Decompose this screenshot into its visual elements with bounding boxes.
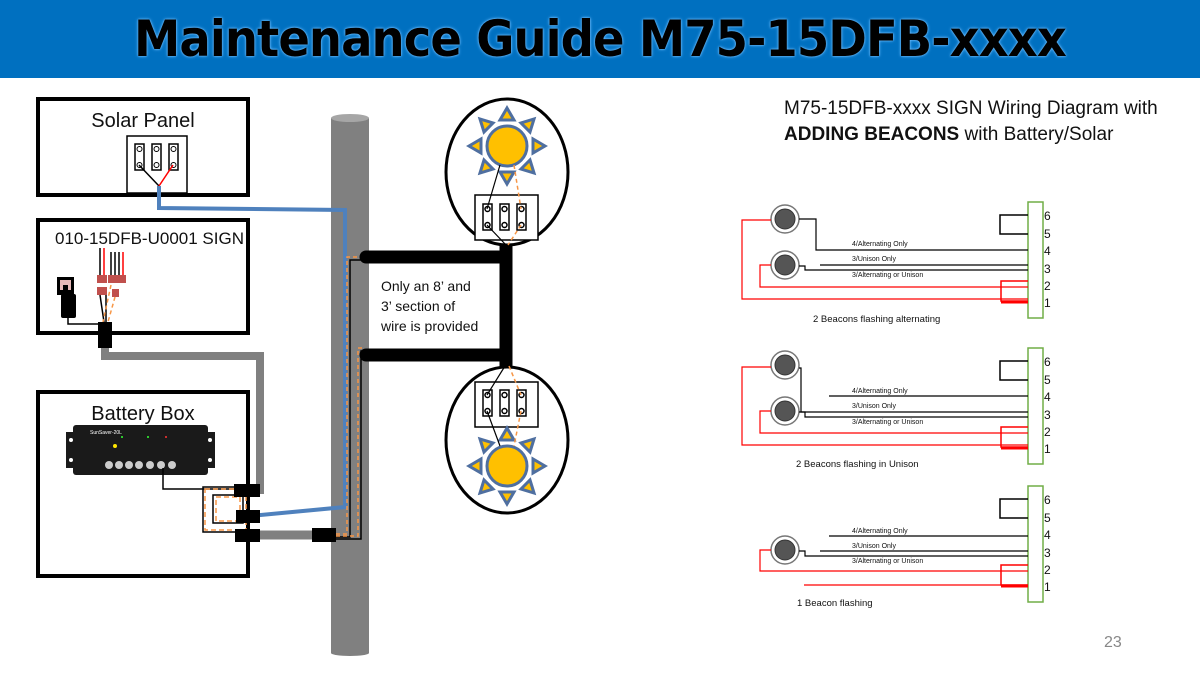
terminal-number: 1: [1044, 580, 1051, 594]
sun-icon: [466, 425, 548, 507]
wire-label: 4/Alternating Only: [852, 241, 908, 248]
beacon-top: [444, 97, 570, 247]
charge-controller-icon: SunSaver-20L: [66, 425, 215, 475]
terminal-number: 3: [1044, 546, 1051, 560]
wire-label: 3/Alternating or Unison: [852, 558, 923, 565]
terminal-number: 2: [1044, 563, 1051, 577]
wiring-diagram: Solar Panel 010-15DFB-U0001 SIGN: [36, 97, 1051, 656]
config-caption: 2 Beacons flashing alternating: [813, 314, 940, 325]
config-caption: 2 Beacons flashing in Unison: [796, 459, 919, 470]
wire-label: 3/Unison Only: [852, 403, 896, 410]
wire-2: [759, 264, 1028, 288]
terminal-number: 6: [1044, 209, 1051, 223]
sign-harness-icon: [97, 248, 126, 323]
terminal-number: 6: [1044, 355, 1051, 369]
wire-label: 3/Alternating or Unison: [852, 272, 923, 279]
wire-3: [799, 550, 1028, 557]
beacon-lens: [774, 208, 796, 230]
wiring-diagram-title: M75-15DFB-xxxx SIGN Wiring Diagram with …: [784, 98, 1158, 145]
connector-icon: [234, 484, 260, 497]
terminal-number: 4: [1044, 390, 1051, 404]
wire-1: [741, 219, 1028, 300]
photocell-icon: [57, 277, 100, 325]
wire-3: [799, 411, 1028, 418]
terminal-number: 1: [1044, 296, 1051, 310]
beacon-lens: [774, 539, 796, 561]
connector-icon: [98, 322, 112, 348]
wire-2: [759, 549, 1028, 572]
terminal-number: 4: [1044, 528, 1051, 542]
terminal-number: 3: [1044, 262, 1051, 276]
jumper-wire: [999, 360, 1028, 381]
wire-2: [759, 410, 1028, 434]
jumper-wire: [1000, 280, 1028, 302]
jumper-wire: [999, 214, 1028, 235]
terminal-number: 5: [1044, 227, 1051, 241]
terminal-strip: [1027, 347, 1044, 465]
beacon-bottom: [444, 365, 570, 515]
sign-box: 010-15DFB-U0001 SIGN: [36, 218, 250, 348]
wire-1: [741, 366, 1028, 446]
wire-3: [799, 265, 1028, 271]
beacon-lens: [774, 400, 796, 422]
terminal-number: 5: [1044, 373, 1051, 387]
config-2-beacons-alternating: 6 5 4 3 2 1 4/Alternating Only 3/Unison Only 3/A…: [741, 201, 1051, 325]
terminal-strip: [1027, 201, 1044, 319]
terminal-number: 6: [1044, 493, 1051, 507]
solar-panel-label: Solar Panel: [91, 110, 194, 132]
svg-text:wire is provided: wire is provided: [380, 318, 478, 334]
wire-4: [799, 218, 1028, 251]
beacon-lens: [774, 354, 796, 376]
terminal-number: 2: [1044, 425, 1051, 439]
wire-label: 3/Unison Only: [852, 256, 896, 263]
svg-text:SunSaver-20L: SunSaver-20L: [90, 430, 122, 436]
wire-label: 4/Alternating Only: [852, 388, 908, 395]
connector-icon: [235, 529, 260, 542]
page-title: Maintenance Guide M75-15DFB-xxxx: [134, 10, 1067, 68]
svg-text:3’ section of: 3’ section of: [381, 298, 455, 314]
jumper-wire: [1000, 564, 1028, 586]
terminal-number: 4: [1044, 244, 1051, 258]
beacon-arms: [359, 238, 513, 373]
terminal-number: 3: [1044, 408, 1051, 422]
terminal-strip: [1027, 485, 1044, 603]
connector-icon: [312, 528, 336, 542]
solar-wire: [157, 186, 347, 518]
svg-text:Only an 8’ and: Only an 8’ and: [381, 278, 471, 294]
beacon-lens: [774, 254, 796, 276]
terminal-number: 1: [1044, 442, 1051, 456]
config-2-beacons-unison: 6 5 4 3 2 1 4/Alternating Only 3/Unison Only 3/A…: [741, 347, 1051, 470]
config-1-beacon: 6 5 4 3 2 1 4/Alternating Only 3/Unison Only 3/A…: [759, 485, 1051, 609]
wire-3: [799, 367, 1028, 413]
page-number: 23: [1104, 634, 1122, 651]
connector-icon: [236, 510, 260, 523]
wire-label: 3/Alternating or Unison: [852, 419, 923, 426]
title-banner: Maintenance Guide M75-15DFB-xxxx: [0, 0, 1200, 78]
terminal-number: 2: [1044, 279, 1051, 293]
sign-label: 010-15DFB-U0001 SIGN: [55, 229, 244, 248]
terminal-number: 5: [1044, 511, 1051, 525]
jumper-wire: [1000, 426, 1028, 448]
sun-icon: [466, 105, 548, 187]
solar-panel-box: Solar Panel: [36, 97, 250, 197]
jumper-wire: [999, 498, 1028, 519]
wire-label: 3/Unison Only: [852, 543, 896, 550]
wire-label: 4/Alternating Only: [852, 528, 908, 535]
battery-box: Battery Box SunSaver-20L: [36, 390, 260, 578]
config-caption: 1 Beacon flashing: [797, 598, 873, 609]
wire-note: Only an 8’ and 3’ section of wire is pro…: [380, 278, 478, 334]
battery-box-label: Battery Box: [91, 403, 194, 425]
